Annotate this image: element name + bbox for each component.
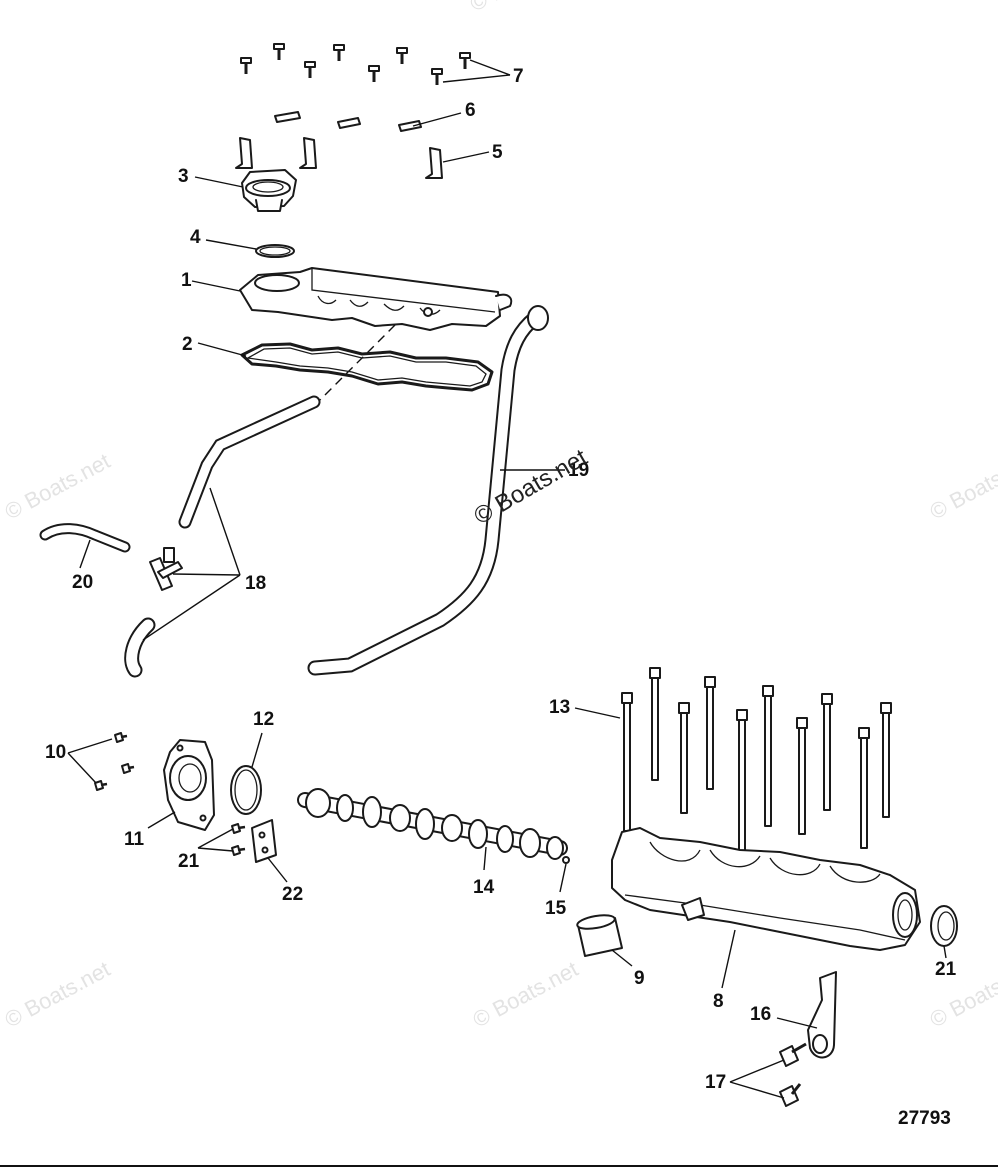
callout-2: 2 — [182, 334, 193, 355]
center-watermark: © Boats.net — [470, 444, 593, 530]
callout-18: 18 — [245, 573, 266, 594]
oil-filler-cap — [241, 169, 297, 212]
watermark: © Boats.net — [466, 0, 580, 16]
camshaft-carrier — [611, 827, 921, 951]
callout-21-right: 21 — [935, 959, 957, 980]
callout-8: 8 — [713, 991, 724, 1012]
callout-22: 22 — [282, 884, 303, 905]
figure-number: 27793 — [898, 1108, 951, 1129]
callout-1: 1 — [181, 270, 192, 291]
callout-3: 3 — [178, 166, 189, 187]
bracket-16 — [807, 971, 837, 1059]
callout-4: 4 — [190, 227, 201, 248]
callout-20: 20 — [72, 572, 93, 593]
sleeve-9 — [576, 914, 623, 957]
callout-9: 9 — [634, 968, 645, 989]
callout-19: 19 — [568, 460, 589, 481]
breather-hose-long — [307, 305, 549, 676]
hose-18-lower — [124, 617, 156, 678]
callout-7: 7 — [513, 66, 524, 87]
hose-20 — [39, 523, 131, 553]
bolts-7 — [240, 43, 471, 85]
bolts-21 — [231, 823, 246, 856]
camshaft-housing-cover — [163, 739, 215, 831]
alignment-line — [319, 324, 396, 401]
watermark: © Boats.net — [469, 956, 583, 1032]
camshaft — [297, 788, 570, 864]
valve-cover-gasket — [240, 342, 494, 392]
callout-5: 5 — [492, 142, 503, 163]
hose-18-upper — [178, 395, 321, 529]
bolts-17 — [779, 1042, 807, 1107]
valve-cover — [239, 267, 513, 331]
watermark: © Boats.net — [1, 448, 115, 524]
callout-15: 15 — [545, 898, 567, 919]
watermark: © Boats.net — [1, 956, 115, 1032]
brackets-5 — [235, 137, 443, 179]
callout-17: 17 — [705, 1072, 726, 1093]
head-bolts-13 — [621, 667, 892, 853]
callout-12: 12 — [253, 709, 274, 730]
callout-16: 16 — [750, 1004, 771, 1025]
callout-11: 11 — [124, 829, 145, 850]
callout-13: 13 — [549, 697, 570, 718]
callout-14: 14 — [473, 877, 495, 898]
tee-fitting — [149, 547, 183, 591]
seal-21 — [930, 905, 958, 947]
o-ring-12 — [230, 765, 262, 815]
cover-plate-22 — [251, 819, 277, 863]
clips-6 — [274, 111, 422, 132]
watermark: © Boats.net — [926, 448, 998, 524]
callout-21-left: 21 — [178, 851, 200, 872]
callout-10: 10 — [45, 742, 66, 763]
callout-6: 6 — [465, 100, 476, 121]
bolts-10 — [94, 732, 135, 791]
